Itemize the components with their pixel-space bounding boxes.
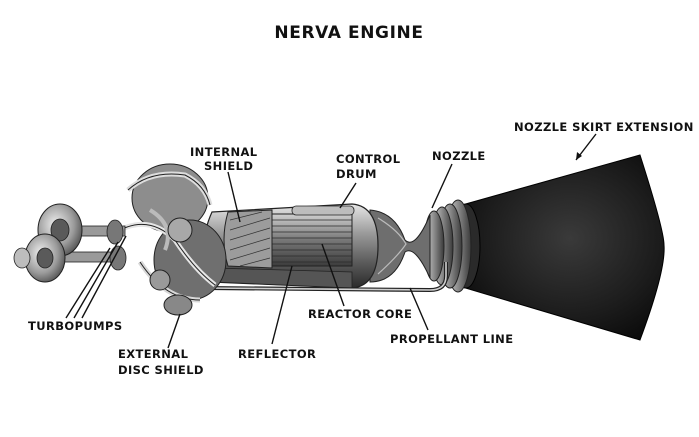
label-control-drum-line2: DRUM [336,167,377,181]
label-internal-shield-line2: SHIELD [204,159,253,173]
label-nozzle: NOZZLE [432,149,486,163]
external-disc-shield-shape [163,294,193,316]
title: NERVA ENGINE [274,23,423,43]
label-propellant-line: PROPELLANT LINE [390,332,513,346]
plumbing-cluster-shape [118,163,227,316]
label-external-disc-shield-line2: DISC SHIELD [118,363,204,377]
leader-lines [65,133,597,349]
labels: NOZZLE SKIRT EXTENSION INTERNAL SHIELD C… [28,120,694,377]
label-reactor-core: REACTOR CORE [308,307,412,321]
label-control-drum-line1: CONTROL [336,152,401,166]
label-internal-shield-line1: INTERNAL [190,145,258,159]
reactor-core-shape [271,213,353,267]
turbopumps-shape [13,203,127,283]
nozzle-throat-shape [369,209,431,283]
label-nozzle-skirt-extension: NOZZLE SKIRT EXTENSION [514,120,694,134]
nozzle-skirt-extension-shape [454,154,665,341]
label-external-disc-shield-line1: EXTERNAL [118,347,189,361]
label-reflector: REFLECTOR [238,347,316,361]
engine-illustration [13,154,665,341]
label-turbopumps: TURBOPUMPS [28,319,123,333]
control-drum-shape [291,205,355,216]
